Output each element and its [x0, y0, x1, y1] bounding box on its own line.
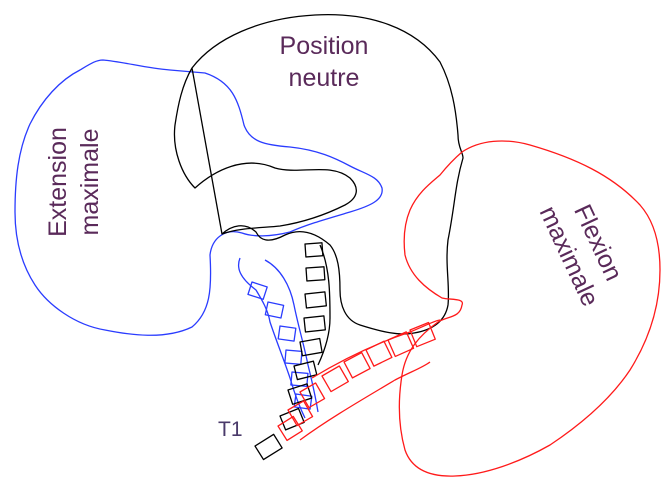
neutral-head-outline	[174, 15, 463, 334]
neutral-spine-back	[318, 245, 330, 365]
extension-outline	[15, 60, 382, 418]
extension-vertebra-4	[285, 350, 302, 364]
extension-vertebra-1	[248, 282, 267, 299]
label-extension-line2: maximale	[76, 129, 104, 236]
label-extension-line1: Extension	[44, 127, 72, 237]
extension-vertebra-2	[265, 302, 283, 318]
neutral-vertebra-8	[280, 409, 304, 430]
flexion-outline	[278, 141, 660, 476]
neutral-vertebra-3	[305, 292, 326, 308]
label-extension: Extension maximale	[44, 127, 104, 237]
label-neutral-line1: Position	[280, 32, 369, 60]
label-neutral-line2: neutre	[289, 64, 360, 92]
flexion-vertebra-4	[344, 353, 370, 378]
label-t1: T1	[218, 418, 243, 441]
flexion-spine-upper	[312, 320, 440, 378]
neutral-vertebra-9	[255, 434, 282, 459]
neutral-vertebra-2	[306, 267, 325, 281]
neutral-vertebra-4	[304, 316, 325, 332]
flexion-head-outline	[399, 141, 660, 476]
extension-vertebra-3	[278, 326, 296, 341]
label-flexion: Flexion maximale	[534, 188, 634, 310]
flexion-vertebra-3	[366, 341, 392, 366]
